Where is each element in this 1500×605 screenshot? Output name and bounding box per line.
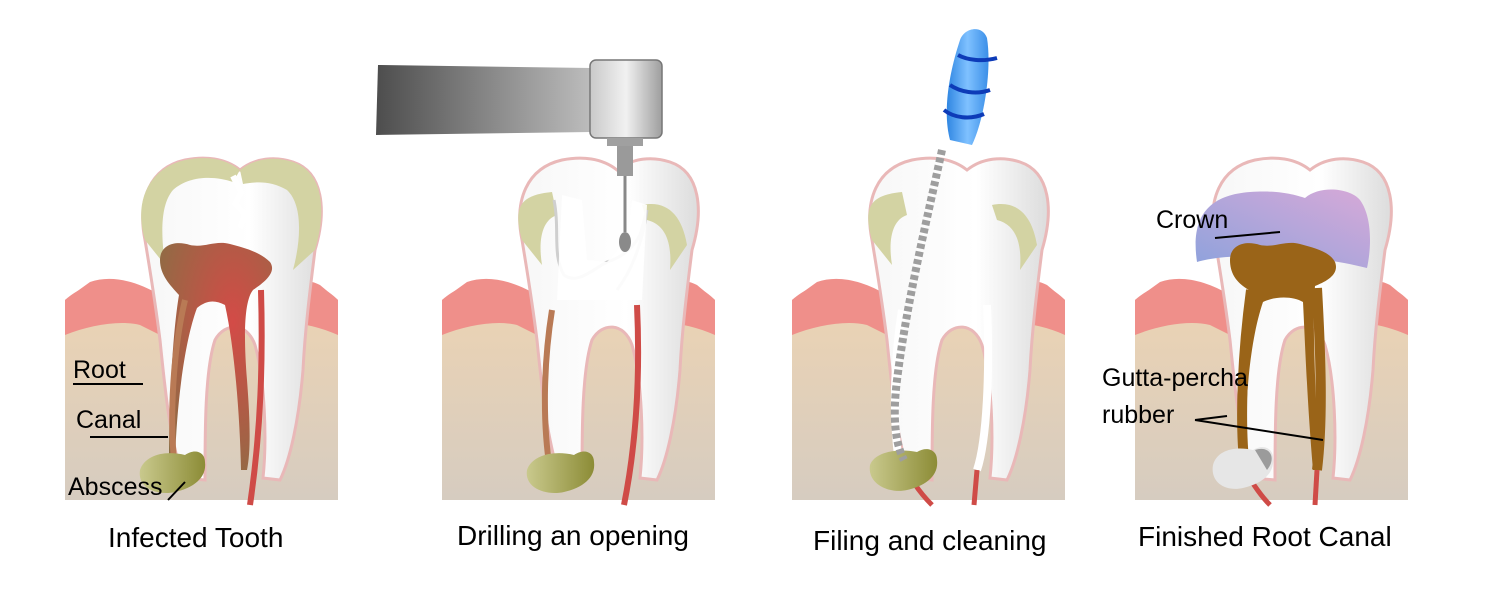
abscess-label: Abscess xyxy=(68,473,163,501)
rubber-label: rubber xyxy=(1102,401,1175,429)
stage-finished xyxy=(1135,156,1408,507)
crown-label: Crown xyxy=(1156,206,1229,234)
stage-drilling xyxy=(376,59,715,506)
caption-filing: Filing and cleaning xyxy=(813,525,1047,556)
caption-finished: Finished Root Canal xyxy=(1138,521,1392,552)
caption-drilling: Drilling an opening xyxy=(457,520,689,551)
root-label: Root xyxy=(73,356,126,384)
caption-infected-tooth: Infected Tooth xyxy=(108,522,284,553)
stage-infected-tooth xyxy=(65,156,338,506)
stage-filing xyxy=(792,29,1065,507)
gutta-percha-label: Gutta-percha xyxy=(1102,364,1248,392)
canal-label: Canal xyxy=(76,406,142,434)
